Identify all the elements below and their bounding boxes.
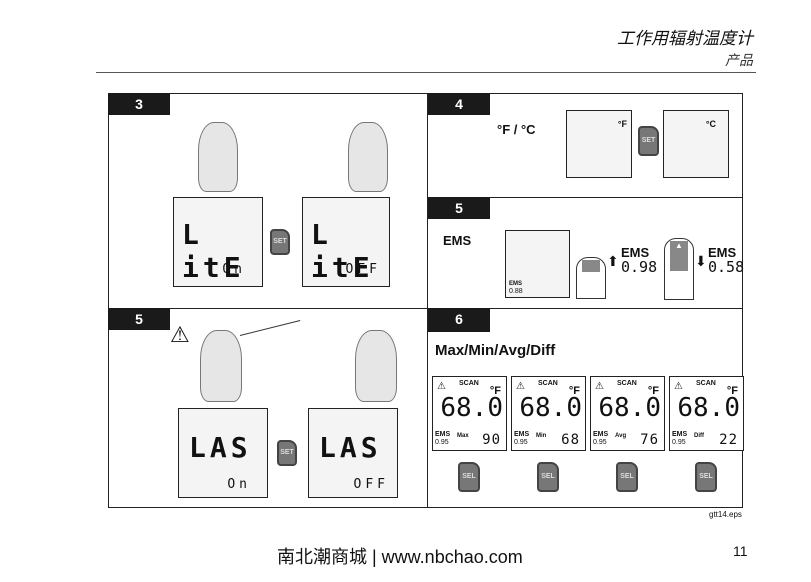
step-number: 4 [428,93,490,115]
set-button[interactable]: SET [277,440,297,466]
mode-lcd-avg: ⚠ SCAN °F 68.0 EMS 0.95 Avg 76 [590,376,665,451]
warning-icon: ⚠ [516,381,525,392]
header-rule [96,72,756,73]
warning-icon: ⚠ [437,381,446,392]
watermark: 南北潮商城 | www.nbchao.com [277,547,523,567]
thermometer-illustration [198,122,238,192]
step-number: 5 [428,197,490,219]
sel-button[interactable]: SEL [616,462,638,492]
divider [427,197,743,198]
sel-button[interactable]: SEL [458,462,480,492]
panel-caption: °F / °C [497,122,536,137]
mode-lcd-min: ⚠ SCAN °F 68.0 EMS 0.95 Min 68 [511,376,586,451]
divider [108,308,743,309]
thermometer-illustration [200,330,242,402]
sel-button[interactable]: SEL [695,462,717,492]
set-button[interactable]: SET [638,126,659,156]
document-title: 工作用辐射温度计 [617,29,753,49]
laser-warning-icon: ⚠ [170,322,190,347]
panel-caption: EMS [443,233,472,248]
finger-press-down-button[interactable]: ▲ [664,238,694,300]
arrow-down-icon: ⬇ [695,253,707,269]
lcd-display: LAS On [178,408,268,498]
lcd-display: L itE On [173,197,263,287]
lcd-display: L itE OFF [302,197,390,287]
finger-press-up-button[interactable] [576,257,606,299]
lcd-display: EMS 0.88 [505,230,570,298]
lcd-display: LAS OFF [308,408,398,498]
mode-lcd-diff: ⚠ SCAN °F 68.0 EMS 0.95 Diff 22 [669,376,744,451]
set-button[interactable]: SET [270,229,290,255]
figure-frame [108,93,743,508]
thermometer-illustration [348,122,388,192]
step-number: 5 [108,308,170,330]
warning-icon: ⚠ [674,381,683,392]
sel-button[interactable]: SEL [537,462,559,492]
step-number: 6 [428,308,490,332]
divider [427,93,428,508]
thermometer-illustration [355,330,397,402]
mode-lcd-max: ⚠ SCAN °F 68.0 EMS 0.95 Max 90 [432,376,507,451]
step-number: 3 [108,93,170,115]
page-number: 11 [733,543,748,559]
lcd-display: °C [663,110,729,178]
panel-caption: Max/Min/Avg/Diff [435,342,556,359]
document-subtitle: 产品 [725,53,753,69]
warning-icon: ⚠ [595,381,604,392]
lcd-display: °F [566,110,632,178]
figure-id: gtt14.eps [709,510,742,519]
arrow-up-icon: ⬆ [607,253,619,269]
